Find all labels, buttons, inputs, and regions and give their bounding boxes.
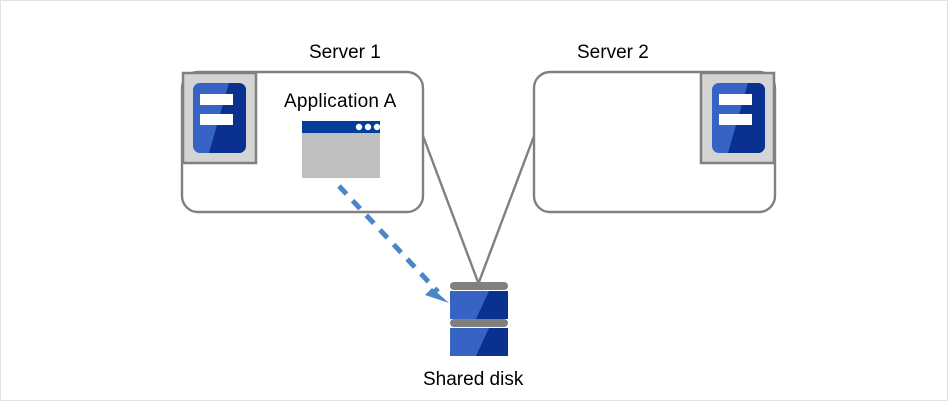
app-window-icon[interactable] [302,121,381,178]
connector-application-to-disk [337,184,449,303]
application-label: Application A [284,91,397,112]
server-icon [181,71,258,165]
window-dot-icon [355,123,363,131]
database-disk-icon[interactable] [450,282,508,356]
window-dot-icon [373,123,381,131]
arrowhead-icon [425,288,449,303]
window-dot-icon [364,123,372,131]
node-label-shared-disk: Shared disk [423,369,524,390]
connector-server2-to-disk [477,134,536,284]
node-label-server1: Server 1 [309,42,381,63]
connector-server1-to-disk [421,134,480,284]
node-label-server2: Server 2 [577,42,649,63]
server-icon [699,71,776,165]
